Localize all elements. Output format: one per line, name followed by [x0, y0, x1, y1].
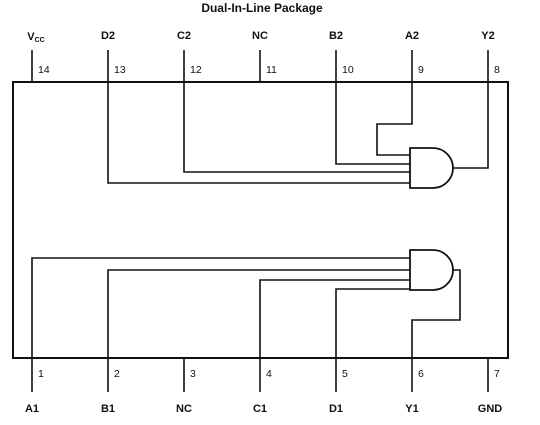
pin-label-y2: Y2 [481, 30, 494, 42]
wire-d1-to-gate1 [335, 288, 410, 358]
wire-a1-to-gate1 [31, 257, 410, 358]
pin-label-a2: A2 [405, 30, 419, 42]
wire-gate1-to-y1 [411, 269, 461, 358]
pin-number-5: 5 [342, 368, 348, 380]
wire-a2-to-gate2 [376, 82, 413, 156]
pin-number-13: 13 [114, 64, 126, 76]
pin-number-4: 4 [266, 368, 272, 380]
pin-label-b2: B2 [329, 30, 343, 42]
wire-b1-to-gate1 [107, 269, 410, 358]
diagram-title: Dual-In-Line Package [201, 1, 323, 15]
pin-label-c2: C2 [177, 30, 191, 42]
pin-label-c1: C1 [253, 403, 267, 415]
wire-gate2-to-y2 [453, 82, 489, 169]
wire-c1-to-gate1 [259, 279, 410, 358]
pin-label-vcc: VCC [27, 31, 44, 44]
pin-label-a1: A1 [25, 403, 39, 415]
wire-c2-to-gate2 [183, 82, 410, 173]
pin-label-d1: D1 [329, 403, 343, 415]
pin-number-3: 3 [190, 368, 196, 380]
pin-number-11: 11 [266, 64, 277, 76]
pin-label-nc-top: NC [252, 30, 268, 42]
pin-number-9: 9 [418, 64, 424, 76]
pin-number-7: 7 [494, 368, 500, 380]
pin-number-2: 2 [114, 368, 120, 380]
pin-number-14: 14 [38, 64, 50, 76]
pin-number-12: 12 [190, 64, 202, 76]
pin-label-nc-bottom: NC [176, 403, 192, 415]
pin-label-d2: D2 [101, 30, 115, 42]
wire-b2-to-gate2 [335, 82, 410, 165]
pin-number-8: 8 [494, 64, 500, 76]
and-gate-1 [409, 249, 454, 291]
pin-label-y1: Y1 [405, 403, 418, 415]
pin-number-6: 6 [418, 368, 424, 380]
pin-label-b1: B1 [101, 403, 115, 415]
pin-number-10: 10 [342, 64, 354, 76]
and-gate-2 [409, 147, 454, 189]
wire-d2-to-gate2 [107, 82, 410, 184]
pin-label-gnd: GND [478, 403, 503, 415]
pin-number-1: 1 [38, 368, 44, 380]
